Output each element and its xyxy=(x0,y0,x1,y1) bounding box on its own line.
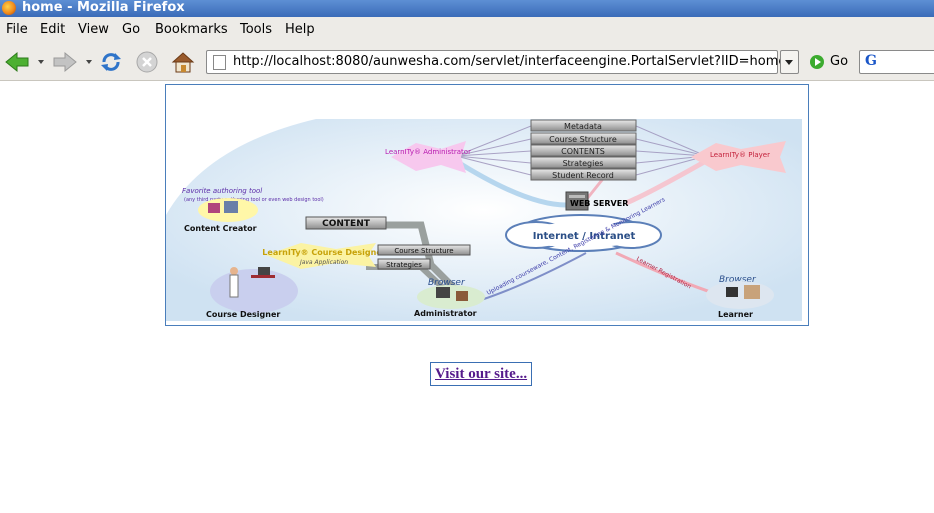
menu-bar: File Edit View Go Bookmarks Tools Help xyxy=(0,17,934,45)
menu-help[interactable]: Help xyxy=(285,22,315,37)
service-strategies-box xyxy=(530,156,637,169)
strategies-button-label: Strategies xyxy=(386,261,422,269)
home-button[interactable] xyxy=(170,50,196,74)
firefox-logo-icon xyxy=(2,1,16,15)
go-label: Go xyxy=(830,54,849,69)
service-contents-label: CONTENTS xyxy=(561,147,605,156)
reload-button[interactable] xyxy=(98,50,124,74)
learner-browser-label: Browser xyxy=(719,275,757,285)
player-burst xyxy=(691,141,786,173)
menu-edit[interactable]: Edit xyxy=(40,22,66,37)
go-arrow-icon xyxy=(810,55,824,69)
strategies-button-box xyxy=(377,258,431,270)
internet-cloud-label: Internet / Intranet xyxy=(533,231,636,242)
address-url[interactable]: http://localhost:8080/aunwesha.com/servl… xyxy=(233,54,787,69)
web-server-label: WEB SERVER xyxy=(570,199,628,208)
service-student-record-box xyxy=(530,168,637,181)
architecture-diagram: Metadata Course Structure CONTENTS Strat… xyxy=(165,84,809,326)
service-contents-box xyxy=(530,144,637,157)
navigation-toolbar: http://localhost:8080/aunwesha.com/servl… xyxy=(0,44,934,81)
stop-button[interactable] xyxy=(134,50,160,74)
course-designer-title: LearnITy® Course Designer xyxy=(262,248,385,257)
back-history-dropdown-icon[interactable] xyxy=(38,60,44,64)
window-titlebar: home - Mozilla Firefox xyxy=(0,0,934,17)
internet-cloud: Internet / Intranet xyxy=(505,214,662,252)
administrator-burst xyxy=(391,141,466,173)
visit-link-box: Visit our site... xyxy=(430,362,533,386)
visit-site-link[interactable]: Visit our site... xyxy=(435,366,528,382)
page-content: Metadata Course Structure CONTENTS Strat… xyxy=(0,81,934,513)
window-title: home - Mozilla Firefox xyxy=(22,0,185,15)
course-designer-burst xyxy=(266,243,376,269)
forward-arrow-icon xyxy=(53,51,77,73)
stop-icon xyxy=(136,51,158,73)
learner-figure xyxy=(706,281,774,309)
admin-browser-label: Browser xyxy=(428,278,466,288)
administrator-label: Administrator xyxy=(414,309,477,318)
course-structure-button-label: Course Structure xyxy=(394,247,453,255)
authoring-tool-subtitle: (any third party authoring tool or even … xyxy=(184,197,324,203)
service-strategies-label: Strategies xyxy=(563,159,604,168)
forward-button[interactable] xyxy=(52,50,78,74)
back-button[interactable] xyxy=(4,50,30,74)
search-box[interactable]: G xyxy=(859,50,934,74)
menu-bookmarks[interactable]: Bookmarks xyxy=(155,22,228,37)
administrator-figure xyxy=(417,285,485,309)
content-creator-label: Content Creator xyxy=(184,224,257,233)
service-student-record-label: Student Record xyxy=(552,171,614,180)
learner-label: Learner xyxy=(718,310,753,319)
course-designer-label: Course Designer xyxy=(206,310,280,319)
service-course-structure-box xyxy=(530,132,637,145)
service-metadata-label: Metadata xyxy=(564,122,602,131)
chevron-down-icon xyxy=(785,60,793,65)
home-icon xyxy=(171,52,195,73)
back-arrow-icon xyxy=(5,51,29,73)
menu-go[interactable]: Go xyxy=(122,22,141,37)
reload-icon xyxy=(101,53,121,71)
java-application-label: Java Application xyxy=(299,259,348,266)
address-bar[interactable]: http://localhost:8080/aunwesha.com/servl… xyxy=(206,50,786,74)
menu-tools[interactable]: Tools xyxy=(240,22,273,37)
service-metadata-box xyxy=(530,119,637,132)
service-course-structure-label: Course Structure xyxy=(549,135,617,144)
server-services-stack: Metadata Course Structure CONTENTS Strat… xyxy=(530,119,637,181)
authoring-tool-label: Favorite authoring tool xyxy=(182,187,262,195)
content-box-label: CONTENT xyxy=(322,219,371,229)
course-structure-button-box xyxy=(377,244,471,256)
menu-view[interactable]: View xyxy=(78,22,109,37)
page-icon xyxy=(213,55,226,70)
player-burst-label: LearnITy® Player xyxy=(710,151,770,159)
administrator-burst-label: LearnITy® Administrator xyxy=(385,148,471,156)
menu-file[interactable]: File xyxy=(6,22,28,37)
search-engine-icon[interactable]: G xyxy=(865,53,877,69)
address-history-dropdown[interactable] xyxy=(780,50,799,74)
forward-history-dropdown-icon[interactable] xyxy=(86,60,92,64)
content-box xyxy=(305,216,387,230)
